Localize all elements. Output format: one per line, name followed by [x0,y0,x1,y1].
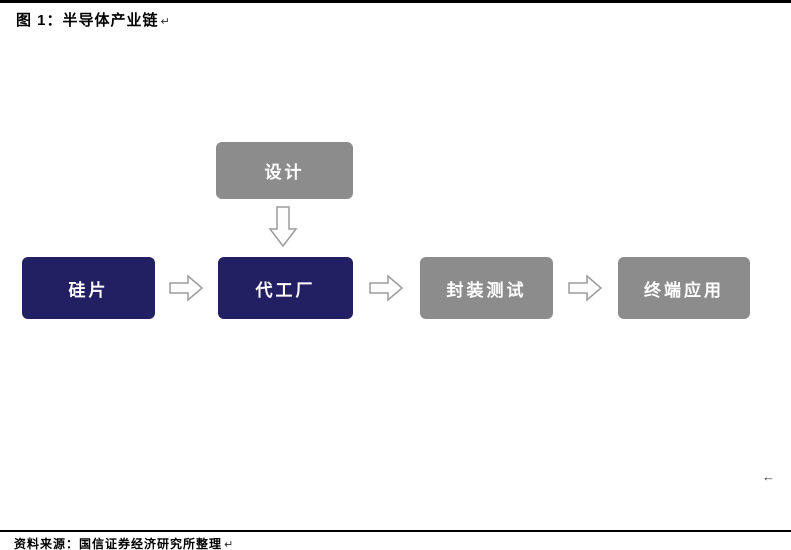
arrow-right-icon [369,273,404,303]
terminal-application-box-label: 终端应用 [644,280,724,300]
packaging-testing-box-label: 封装测试 [446,280,527,300]
top-divider [0,0,791,3]
bottom-divider [0,530,791,532]
terminal-application-box: 终端应用 [618,257,750,319]
design-box-label: 设计 [264,163,305,182]
paragraph-mark-icon: ↵ [160,16,170,28]
wafer-box-label: 硅片 [68,280,109,300]
foundry-box-label: 代工厂 [255,280,316,300]
source-note-text: 资料来源：国信证券经济研究所整理 [14,537,223,550]
arrow-down-icon [268,206,298,248]
arrow-right-icon [568,273,603,303]
packaging-testing-box: 封装测试 [420,257,553,319]
figure-title-text: 图 1：半导体产业链 [16,12,159,29]
source-note: 资料来源：国信证券经济研究所整理↵ [14,535,233,550]
return-mark-icon: ← [762,469,775,484]
arrow-right-icon [169,273,204,303]
paragraph-mark-icon: ↵ [224,539,234,550]
foundry-box: 代工厂 [218,257,353,319]
wafer-box: 硅片 [22,257,155,319]
figure-title: 图 1：半导体产业链↵ [16,9,170,30]
design-box: 设计 [216,142,353,199]
